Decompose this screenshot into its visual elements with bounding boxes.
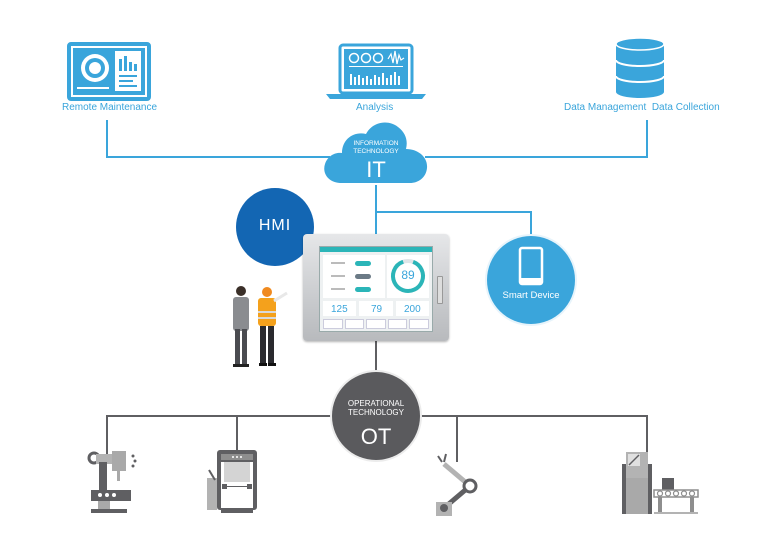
robot-arm-icon	[436, 453, 478, 516]
gauge-panel: 89	[387, 255, 429, 298]
dashboard-monitor-icon	[67, 42, 151, 101]
toggle-label-1	[331, 262, 345, 264]
hmi-button-3[interactable]	[366, 319, 386, 329]
data-management-node: Data Management Data Collection	[560, 36, 720, 116]
it-cloud: INFORMATION TECHNOLOGY IT	[322, 117, 430, 189]
toggle-1[interactable]	[355, 261, 371, 266]
cloud-icon	[324, 122, 428, 183]
cnc-conveyor-icon	[622, 452, 699, 514]
data-management-label: Data Management Data Collection	[564, 102, 720, 113]
milling-machine-icon	[87, 451, 137, 513]
it-cloud-abbr: IT	[366, 157, 386, 182]
remote-maintenance-node: Remote Maintenance	[55, 40, 165, 115]
remote-maintenance-label: Remote Maintenance	[62, 102, 158, 113]
hmi-circle: HMI	[236, 188, 314, 266]
smart-device-circle: Smart Device	[487, 236, 575, 324]
hmi-button-2[interactable]	[344, 319, 365, 329]
hmi-device: 89 125 79 200	[303, 234, 449, 341]
database-icon	[615, 37, 665, 98]
reading-value-2: 79	[371, 304, 383, 315]
line-remote-maintenance	[106, 120, 330, 158]
hmi-button-4[interactable]	[387, 319, 408, 329]
ot-line2: TECHNOLOGY	[347, 408, 404, 417]
toggle-label-2	[331, 275, 345, 277]
hmi-button-5[interactable]	[409, 319, 429, 329]
reading-card-3: 200	[396, 301, 429, 316]
line-data-collection	[425, 120, 648, 158]
gauge-value: 89	[401, 268, 415, 282]
ot-circle: OPERATIONAL TECHNOLOGY OT	[332, 372, 420, 460]
smartphone-icon	[518, 246, 544, 286]
reading-card-2: 79	[359, 301, 393, 316]
ot-line1: OPERATIONAL	[347, 399, 405, 408]
reading-value-3: 200	[404, 304, 421, 315]
toggle-panel	[323, 255, 385, 298]
line-smart-device	[376, 211, 532, 238]
press-machine-icon	[207, 450, 257, 513]
hmi-label: HMI	[258, 217, 292, 234]
toggle-2[interactable]	[355, 274, 371, 279]
hmi-screen: 89 125 79 200	[319, 246, 433, 332]
toggle-3[interactable]	[355, 287, 371, 292]
engineers-illustration	[233, 286, 288, 367]
toggle-label-3	[331, 288, 345, 290]
analysis-label: Analysis	[356, 102, 394, 113]
analysis-node: Analysis	[320, 40, 435, 115]
smart-device-label: Smart Device	[502, 290, 560, 301]
laptop-analytics-icon	[326, 43, 426, 99]
hmi-button-row	[323, 319, 429, 329]
gauge-ring	[391, 259, 425, 293]
hmi-side-handle	[437, 276, 443, 304]
hmi-screen-header	[320, 247, 432, 252]
ot-abbr: OT	[360, 424, 392, 449]
hmi-button-1[interactable]	[323, 319, 343, 329]
it-cloud-line2: TECHNOLOGY	[353, 148, 399, 155]
reading-card-1: 125	[323, 301, 356, 316]
it-cloud-line1: INFORMATION	[353, 140, 399, 147]
reading-value-1: 125	[331, 304, 348, 315]
